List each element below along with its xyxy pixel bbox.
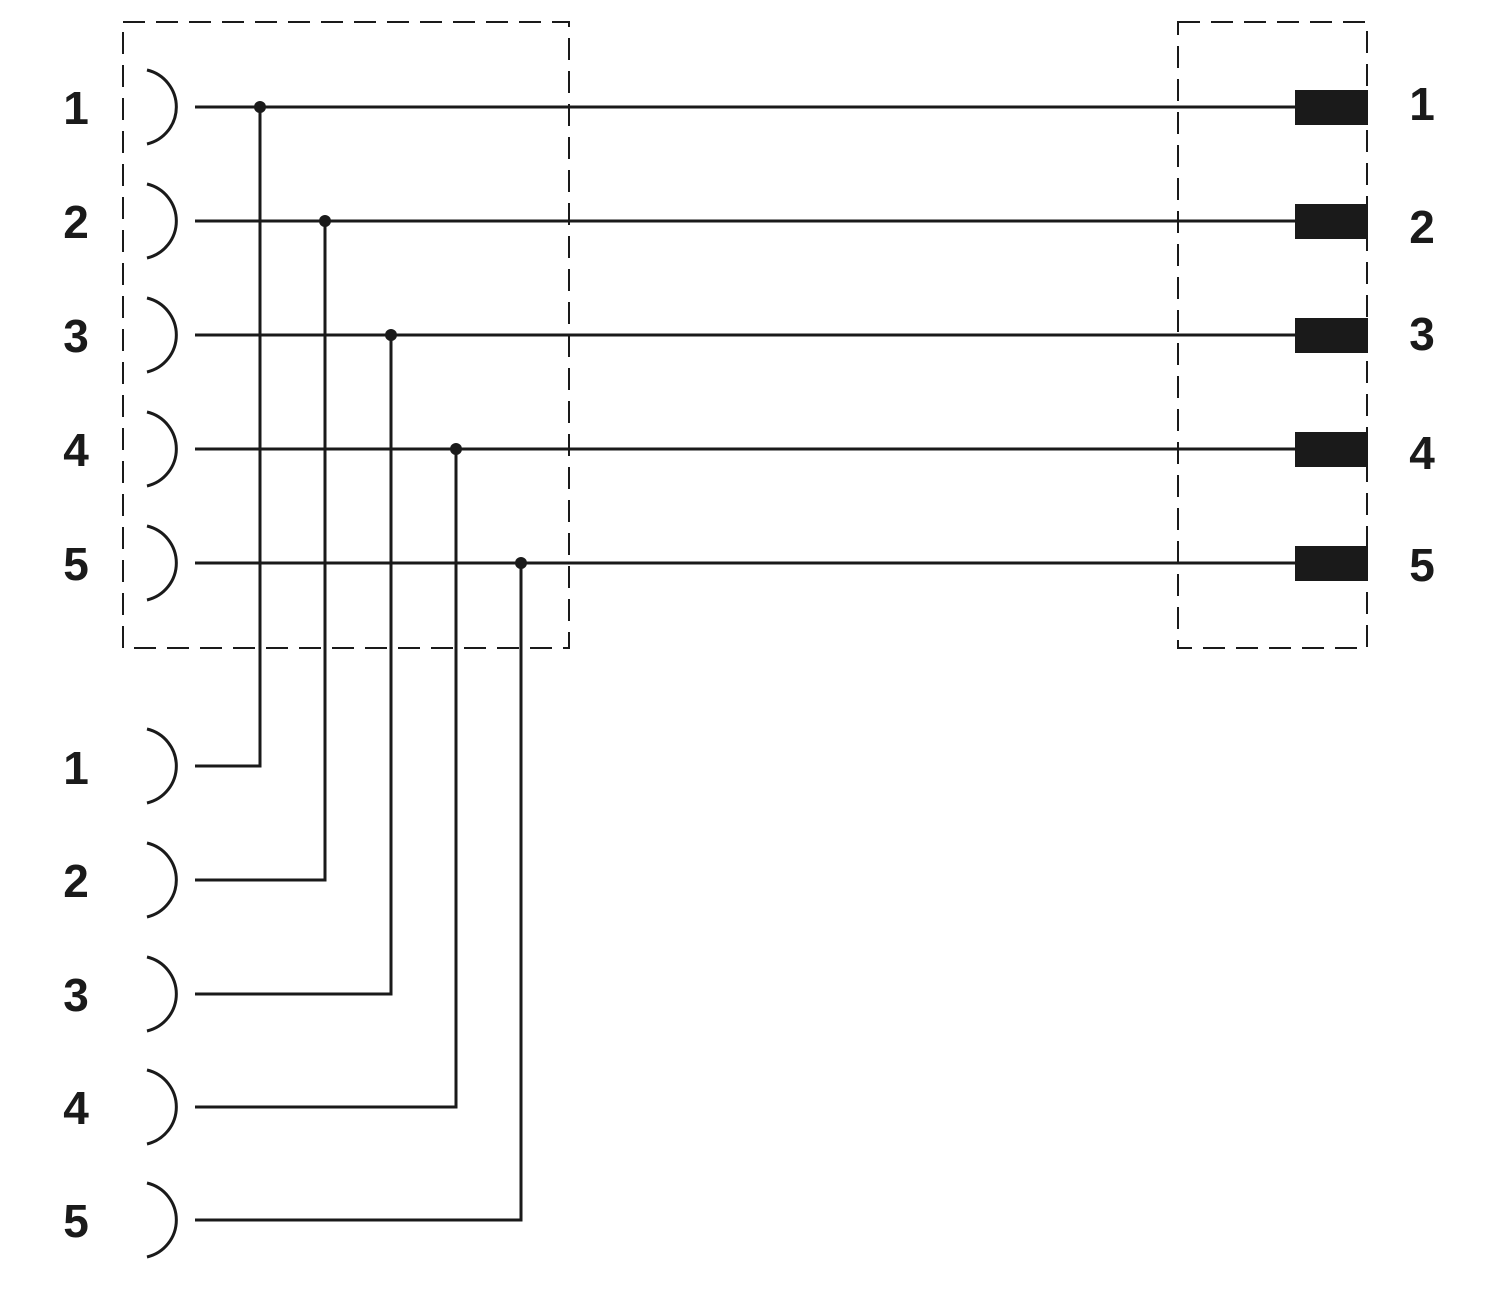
socket-symbol-main-2 (146, 182, 178, 260)
pin-label-main-4: 4 (63, 424, 89, 476)
socket-symbol-main-3 (146, 296, 178, 374)
branch-wire-4 (195, 449, 458, 1109)
branch-wire-5 (195, 563, 523, 1222)
pin-label-right-3: 3 (1409, 308, 1435, 360)
junction-dot-1 (254, 101, 266, 113)
pin-label-branch-1: 1 (63, 742, 89, 794)
pin-label-branch-2: 2 (63, 855, 89, 907)
socket-symbol-main-1 (146, 68, 178, 146)
pin-label-right-1: 1 (1409, 78, 1435, 130)
junction-dot-4 (450, 443, 462, 455)
pin-label-right-4: 4 (1409, 427, 1435, 479)
pin-label-main-2: 2 (63, 196, 89, 248)
pin-block-3 (1295, 318, 1368, 353)
pin-label-main-3: 3 (63, 310, 89, 362)
pin-label-right-5: 5 (1409, 539, 1435, 591)
pin-label-main-1: 1 (63, 82, 89, 134)
socket-symbol-branch-3 (146, 955, 178, 1033)
pin-label-branch-3: 3 (63, 969, 89, 1021)
socket-symbol-branch-4 (146, 1068, 178, 1146)
pin-label-right-2: 2 (1409, 201, 1435, 253)
branch-wire-2 (195, 221, 327, 882)
socket-symbol-branch-1 (146, 727, 178, 805)
junction-dot-2 (319, 215, 331, 227)
socket-symbol-main-4 (146, 410, 178, 488)
pin-block-2 (1295, 204, 1368, 239)
socket-symbol-main-5 (146, 524, 178, 602)
pin-label-branch-5: 5 (63, 1195, 89, 1247)
branch-wire-3 (195, 335, 393, 996)
branch-wire-1 (195, 107, 262, 768)
pin-label-main-5: 5 (63, 538, 89, 590)
junction-dot-5 (515, 557, 527, 569)
socket-symbol-branch-5 (146, 1181, 178, 1259)
pin-block-5 (1295, 546, 1368, 581)
pin-block-1 (1295, 90, 1368, 125)
pin-block-4 (1295, 432, 1368, 467)
pin-label-branch-4: 4 (63, 1082, 89, 1134)
socket-symbol-branch-2 (146, 841, 178, 919)
junction-dot-3 (385, 329, 397, 341)
